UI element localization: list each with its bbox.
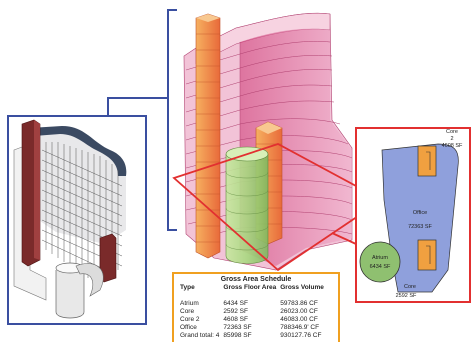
table-row: Grand total: 4 85998 SF 930127.76 CF [180,332,328,340]
office-area-label: 72363 SF [408,224,432,230]
facade-detail-view [7,115,147,325]
gross-area-schedule: Gross Area Schedule Type Gross Floor Are… [172,272,340,342]
header-type: Type [180,284,195,291]
row-area: 4608 SF [223,316,248,323]
header-gross-floor-area: Gross Floor Area [223,284,277,291]
table-row: Atrium 6434 SF 59783.86 CF [180,300,328,308]
row-volume: 46083.00 CF [280,316,318,323]
row-area: 2592 SF [223,308,248,315]
row-volume: 26023.00 CF [280,308,318,315]
floor-plan-view [355,127,471,303]
schedule-header-row: Type Gross Floor Area Gross Volume [180,284,328,294]
table-row: Office 72363 SF 788346.9' CF [180,324,328,332]
core2-number-label: 2 [450,136,453,142]
office-name-label: Office [413,210,427,216]
row-volume: 59783.86 CF [280,300,318,307]
row-area: 72363 SF [223,324,252,331]
row-type: Atrium [180,300,199,307]
row-area: 6434 SF [223,300,248,307]
schedule-title: Gross Area Schedule [220,276,292,283]
header-gross-volume: Gross Volume [280,284,324,291]
blue-callout-lines [107,9,177,231]
row-area: 85998 SF [223,332,252,339]
row-type: Core [180,308,195,315]
atrium-area-label: 6434 SF [370,264,391,270]
table-row: Core 2 4608 SF 46083.00 CF [180,316,328,324]
row-volume: 930127.76 CF [280,332,322,339]
row-volume: 788346.9' CF [280,324,320,331]
core2-name-label: Core [446,129,458,135]
row-type: Office [180,324,197,331]
core-name-label: Core [404,284,416,290]
core2-area-label: 4608 SF [442,143,463,149]
building-massing-model [183,12,353,271]
core-area-label: 2592 SF [396,293,417,299]
row-type: Grand total: 4 [180,332,220,339]
schedule-table: Type Gross Floor Area Gross Volume Atriu… [180,284,328,340]
table-row: Core 2592 SF 26023.00 CF [180,308,328,316]
row-type: Core 2 [180,316,200,323]
atrium-name-label: Atrium [372,255,388,261]
